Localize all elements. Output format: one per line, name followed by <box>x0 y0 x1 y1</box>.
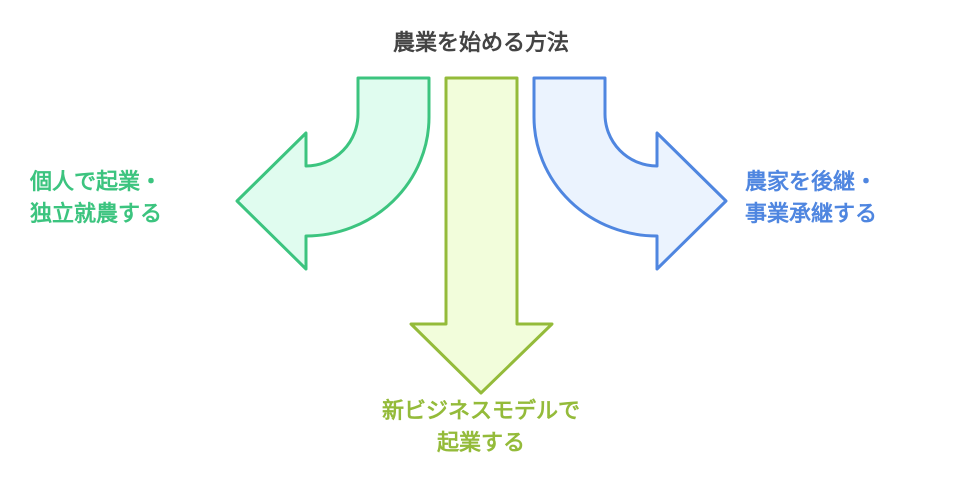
right-curved-arrow <box>532 76 728 271</box>
option-label-line: 農家を後継・ <box>745 170 878 195</box>
diagram-title: 農業を始める方法 <box>392 31 569 56</box>
left-curved-arrow <box>235 76 431 271</box>
option-label-line: 事業承継する <box>745 202 878 227</box>
option-succession: 農家を後継・ 事業承継する <box>745 167 935 231</box>
option-label-line: 新ビジネスモデルで <box>381 399 580 424</box>
option-label-line: 独立就農する <box>30 202 163 227</box>
option-new-business-model: 新ビジネスモデルで 起業する <box>300 396 662 460</box>
down-arrow <box>409 76 554 395</box>
option-independent-farming: 個人で起業・ 独立就農する <box>30 167 220 231</box>
option-label-line: 個人で起業・ <box>30 170 163 195</box>
option-label-line: 起業する <box>436 431 525 456</box>
